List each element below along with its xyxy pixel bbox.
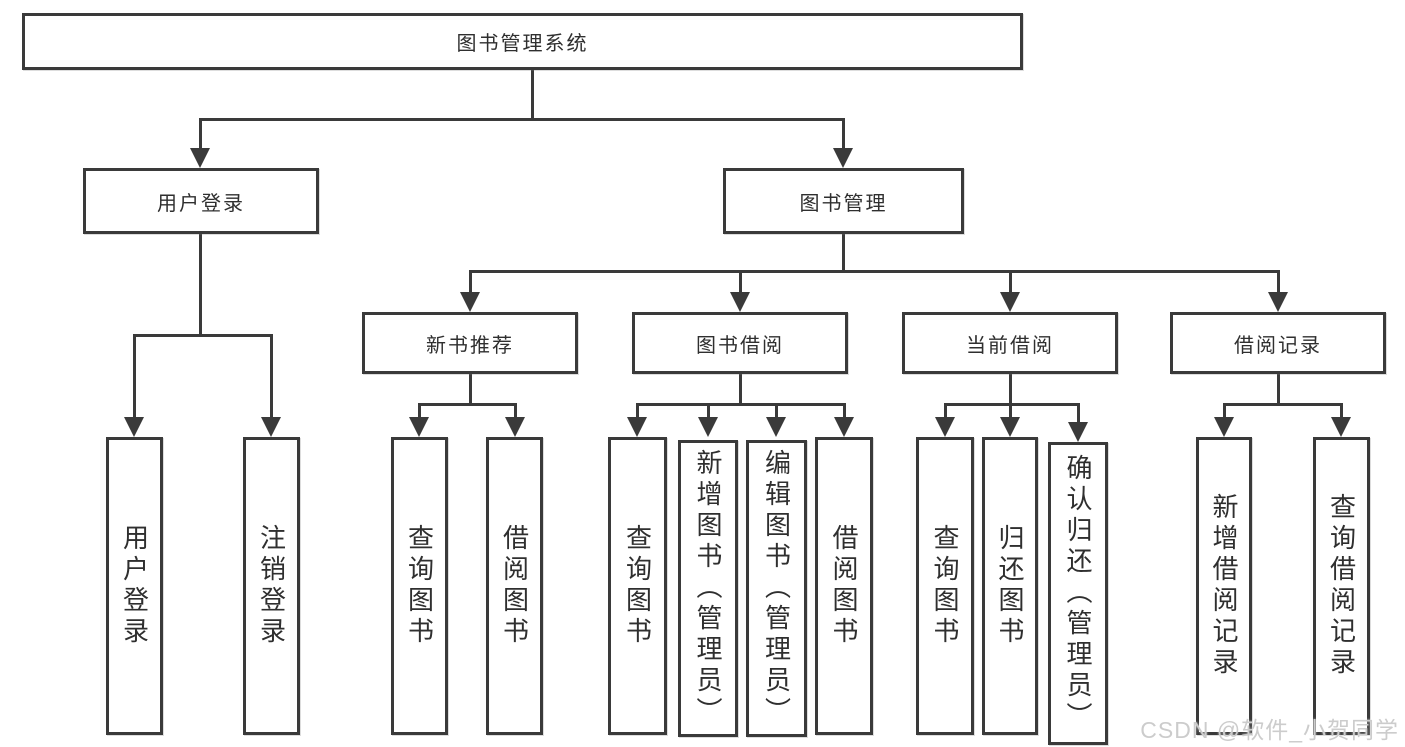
csdn-watermark: CSDN @软件_小贺同学 [1140,717,1399,743]
arrow-down-add-book [698,417,718,437]
arrow-down-new-book [460,292,480,312]
leaf-query-borrow-record: 查询借阅记录 [1313,437,1370,735]
connector-new-book-hbar [418,403,517,406]
node-new-book-recommend-label: 新书推荐 [426,334,514,357]
arrow-down-add-record [1214,417,1234,437]
arrow-down-confirm-return [1068,422,1088,442]
arrow-down-borrow-books-2 [834,417,854,437]
leaf-user-login-label: 用户登录 [119,524,150,648]
arrow-down-book-management [833,148,853,168]
connector-drop-current-borrow [1009,270,1012,294]
node-current-borrow-label: 当前借阅 [966,334,1054,357]
arrow-down-borrow-books-1 [505,417,525,437]
leaf-query-books-1-label: 查询图书 [404,524,435,648]
connector-drop-edit-book [775,403,778,419]
leaf-query-books-3-label: 查询图书 [930,524,960,648]
connector-book-borrow-trunk [739,373,742,406]
arrow-down-query-books-2 [627,417,647,437]
node-borrow-records: 借阅记录 [1170,312,1386,374]
connector-drop-book-borrow [739,270,742,294]
node-user-login-label: 用户登录 [157,192,245,215]
node-borrow-records-label: 借阅记录 [1234,334,1322,357]
connector-drop-borrow-books-2 [843,403,846,419]
arrow-down-leaf-user-login [124,417,144,437]
node-new-book-recommend: 新书推荐 [362,312,578,374]
connector-drop-leaf-logout [270,334,273,419]
node-book-management-label: 图书管理 [799,192,888,215]
connector-drop-add-record [1223,403,1226,419]
node-current-borrow: 当前借阅 [902,312,1118,374]
leaf-user-login: 用户登录 [106,437,163,735]
connector-drop-borrow-books-1 [514,403,517,419]
connector-drop-query-books-3 [944,403,947,419]
node-user-login: 用户登录 [83,168,319,234]
node-book-borrow-label: 图书借阅 [696,334,784,357]
leaf-add-book-admin-label: 新增图书（管理员） [693,449,723,728]
leaf-add-borrow-record: 新增借阅记录 [1196,437,1252,735]
connector-new-book-trunk [469,373,472,406]
connector-level3-hbar [469,270,1280,273]
arrow-down-edit-book [766,417,786,437]
connector-current-borrow-hbar [944,403,1080,406]
node-root: 图书管理系统 [22,13,1023,70]
arrow-down-query-books-3 [935,417,955,437]
arrow-down-query-record [1331,417,1351,437]
connector-root-trunk [531,69,534,121]
connector-drop-new-book [469,270,472,294]
arrow-down-query-books-1 [409,417,429,437]
arrow-down-borrow-records [1268,292,1288,312]
arrow-down-leaf-logout [261,417,281,437]
connector-drop-confirm-return [1077,403,1080,424]
leaf-borrow-books-2-label: 借阅图书 [829,524,859,648]
leaf-borrow-books-2: 借阅图书 [815,437,873,735]
connector-drop-book-management [842,118,845,150]
leaf-add-borrow-record-label: 新增借阅记录 [1209,493,1239,679]
leaf-borrow-books-1-label: 借阅图书 [499,524,530,648]
leaf-return-book: 归还图书 [982,437,1038,735]
leaf-logout-label: 注销登录 [256,524,287,648]
leaf-borrow-books-1: 借阅图书 [486,437,543,735]
leaf-logout: 注销登录 [243,437,300,735]
leaf-query-books-2: 查询图书 [608,437,667,735]
arrow-down-book-borrow [730,292,750,312]
connector-current-borrow-trunk [1009,373,1012,406]
leaf-edit-book-admin: 编辑图书（管理员） [746,440,807,737]
arrow-down-user-login [190,148,210,168]
leaf-query-books-1: 查询图书 [391,437,448,735]
leaf-add-book-admin: 新增图书（管理员） [678,440,738,737]
leaf-query-borrow-record-label: 查询借阅记录 [1326,493,1357,679]
connector-book-management-trunk [842,233,845,273]
connector-drop-query-books-2 [636,403,639,419]
leaf-confirm-return-admin-label: 确认归还（管理员） [1063,454,1093,733]
leaf-confirm-return-admin: 确认归还（管理员） [1048,442,1108,745]
connector-user-login-trunk [199,233,202,337]
connector-user-login-hbar [133,334,273,337]
connector-drop-return-book [1009,403,1012,419]
leaf-return-book-label: 归还图书 [995,524,1025,648]
connector-borrow-records-hbar [1223,403,1343,406]
leaf-query-books-3: 查询图书 [916,437,974,735]
connector-book-borrow-hbar [636,403,846,406]
connector-drop-query-record [1340,403,1343,419]
connector-drop-user-login [199,118,202,150]
connector-drop-query-books-1 [418,403,421,419]
node-root-label: 图书管理系统 [456,33,589,55]
connector-drop-add-book [707,403,710,419]
connector-borrow-records-trunk [1277,373,1280,406]
leaf-query-books-2-label: 查询图书 [622,524,653,648]
node-book-borrow: 图书借阅 [632,312,848,374]
node-book-management: 图书管理 [723,168,964,234]
arrow-down-current-borrow [1000,292,1020,312]
connector-level2-hbar [199,118,845,121]
connector-drop-borrow-records [1277,270,1280,294]
connector-drop-leaf-user-login [133,334,136,419]
arrow-down-return-book [1000,417,1020,437]
leaf-edit-book-admin-label: 编辑图书（管理员） [761,449,792,728]
